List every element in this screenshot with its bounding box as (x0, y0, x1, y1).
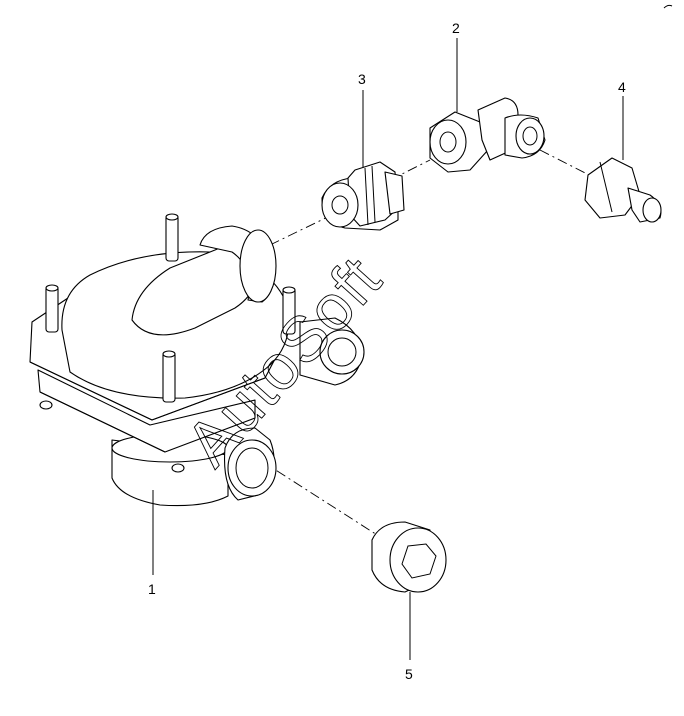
corner-mark (663, 4, 673, 9)
leader-lines (152, 38, 624, 660)
adapter-fitting-part (321, 161, 405, 231)
callout-1: 1 (148, 581, 156, 597)
callout-3: 3 (358, 71, 366, 87)
callout-2: 2 (452, 20, 460, 36)
valve-body-part (29, 213, 365, 507)
hex-plug-part (371, 521, 447, 593)
mounting-studs (45, 213, 296, 403)
straight-connector-part (584, 157, 662, 223)
elbow-fitting-part (429, 97, 546, 173)
callout-4: 4 (618, 79, 626, 95)
callout-5: 5 (405, 666, 413, 682)
